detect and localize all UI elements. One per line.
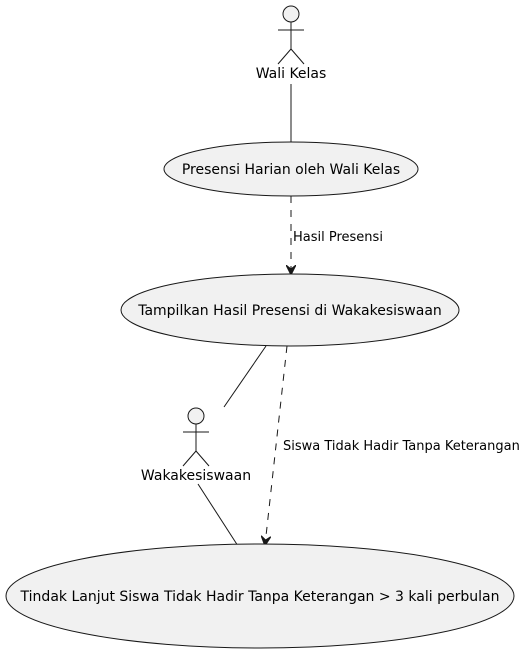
association-line	[223, 345, 267, 408]
stick-figure-icon	[182, 407, 210, 467]
relation-label: Siswa Tidak Hadir Tanpa Keterangan	[283, 439, 520, 454]
association-line	[197, 483, 239, 547]
use-case-tampilkan-hasil: Tampilkan Hasil Presensi di Wakakesiswaa…	[120, 273, 460, 347]
use-case-label: Presensi Harian oleh Wali Kelas	[182, 162, 400, 178]
actor-label: Wakakesiswaan	[141, 468, 251, 484]
actor-label: Wali Kelas	[256, 66, 327, 82]
use-case-presensi-harian: Presensi Harian oleh Wali Kelas	[163, 141, 419, 197]
dependency-arrow	[265, 345, 288, 545]
actor-wakakesiswaan: Wakakesiswaan	[141, 407, 251, 484]
use-case-tindak-lanjut: Tindak Lanjut Siswa Tidak Hadir Tanpa Ke…	[5, 543, 515, 649]
use-case-label: Tampilkan Hasil Presensi di Wakakesiswaa…	[137, 303, 442, 319]
use-case-label: Tindak Lanjut Siswa Tidak Hadir Tanpa Ke…	[20, 589, 500, 605]
actor-wali-kelas: Wali Kelas	[256, 5, 327, 82]
relation-label: Hasil Presensi	[293, 230, 383, 245]
stick-figure-icon	[277, 5, 305, 65]
